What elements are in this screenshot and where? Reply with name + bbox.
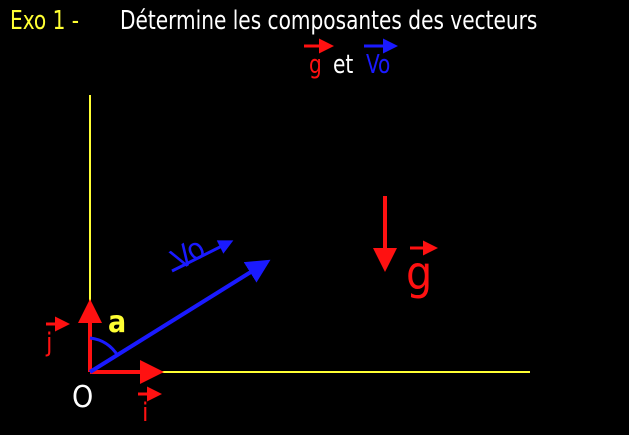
label-angle: a bbox=[108, 305, 127, 340]
angle-arc bbox=[89, 336, 120, 357]
vo-label-arrow bbox=[171, 240, 234, 273]
exercise-instruction: Détermine les composantes des vecteurs bbox=[120, 6, 538, 36]
exercise-number: Exo 1 - bbox=[10, 6, 80, 36]
label-origin: O bbox=[72, 380, 94, 415]
label-vector-g: g bbox=[406, 246, 433, 300]
subtitle-vector-vo: Vo bbox=[366, 50, 391, 80]
subtitle-vector-g: g bbox=[309, 50, 322, 80]
subtitle-conjunction: et bbox=[333, 50, 354, 80]
vector-vo bbox=[88, 259, 271, 374]
label-unit-j: j bbox=[46, 328, 53, 358]
label-unit-i: i bbox=[142, 398, 149, 428]
